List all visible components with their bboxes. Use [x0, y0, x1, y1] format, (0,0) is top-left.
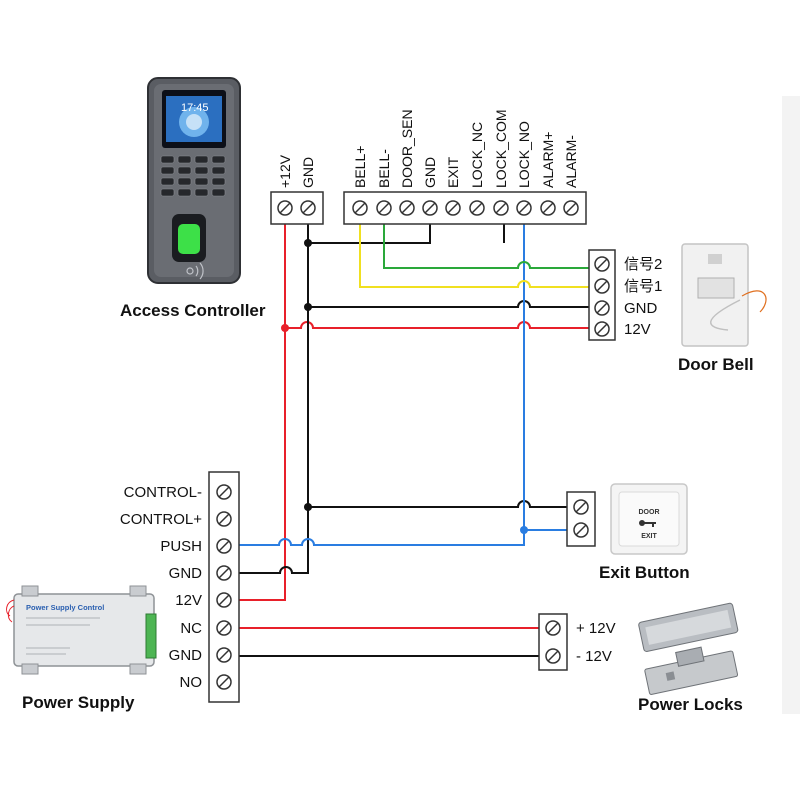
ps-terminal-12v: 12V [175, 592, 202, 609]
exit-button-device: DOOR EXIT [610, 483, 688, 555]
wire-black-exit-gnd [308, 500, 568, 508]
wire-black-doorbell-gnd [308, 300, 590, 308]
ps-terminal-gnd: GND [169, 565, 203, 582]
terminal-label-lock-nc: LOCK_NC [469, 122, 485, 188]
terminal-screw-icon [594, 256, 610, 272]
door-bell-caption: Door Bell [678, 355, 754, 374]
wire-red-doorbell [285, 321, 590, 329]
power-supply-device-label: Power Supply Control [26, 603, 104, 612]
exit-button-face-bottom: EXIT [641, 533, 657, 540]
lock-terminal-block: + 12V - 12V [538, 613, 616, 671]
terminal-screw-icon [594, 321, 610, 337]
wire-black-gnd [232, 219, 309, 574]
junction-dots [281, 239, 528, 534]
terminal-label-bell-minus: BELL- [376, 149, 392, 188]
ps-terminal-control-plus: CONTROL+ [120, 511, 202, 528]
terminal-screw-icon [563, 200, 579, 216]
terminal-screw-icon [399, 200, 415, 216]
terminal-label-gnd: GND [422, 157, 438, 188]
doorbell-terminal-signal2: 信号2 [624, 256, 662, 273]
ps-terminal-push: PUSH [160, 538, 202, 555]
terminal-screw-icon [540, 200, 556, 216]
exit-button-terminal-block [566, 491, 596, 547]
access-controller-caption: Access Controller [120, 301, 266, 320]
terminal-label-plus12v: +12V [277, 154, 293, 188]
key-icon [639, 520, 656, 527]
terminal-screw-icon [493, 200, 509, 216]
door-bell-terminal-block: 信号2 信号1 GND 12V [588, 249, 662, 341]
power-locks-caption: Power Locks [638, 695, 743, 714]
edge-panel [782, 96, 800, 714]
door-bell-device [681, 243, 767, 347]
wires [232, 219, 590, 657]
lock-terminal-plus12v: + 12V [576, 620, 616, 637]
lock-terminal-minus12v: - 12V [576, 648, 612, 665]
power-supply-device: Power Supply Control [6, 585, 157, 675]
terminal-label-door-sen: DOOR_SEN [399, 109, 415, 188]
terminal-screw-icon [422, 200, 438, 216]
doorbell-terminal-signal1: 信号1 [624, 278, 662, 295]
doorbell-terminal-gnd: GND [624, 300, 658, 317]
terminal-screw-icon [300, 200, 316, 216]
controller-signal-terminal-block: BELL+ BELL- DOOR_SEN GND EXIT LOCK_NC LO… [343, 109, 587, 225]
terminal-screw-icon [216, 592, 232, 608]
terminal-screw-icon [216, 484, 232, 500]
wire-red-12v [232, 219, 286, 601]
terminal-label-exit: EXIT [445, 156, 461, 188]
terminal-screw-icon [545, 648, 561, 664]
wire-blue-push [232, 221, 525, 546]
power-locks-device [638, 602, 739, 695]
terminal-screw-icon [216, 565, 232, 581]
controller-power-terminal-block: +12V GND [270, 154, 324, 225]
wire-yellow-bell [359, 221, 590, 288]
access-controller-device: 17:45 [147, 77, 241, 284]
exit-button-face-top: DOOR [639, 509, 660, 516]
terminal-screw-icon [445, 200, 461, 216]
ps-terminal-control-minus: CONTROL- [124, 484, 202, 501]
terminal-screw-icon [594, 300, 610, 316]
wire-green-bell [383, 221, 590, 269]
ps-terminal-gnd-2: GND [169, 647, 203, 664]
ps-terminal-nc: NC [180, 620, 202, 637]
terminal-screw-icon [545, 620, 561, 636]
rfid-icon [186, 262, 204, 280]
power-supply-caption: Power Supply [22, 693, 135, 712]
exit-button-caption: Exit Button [599, 563, 690, 582]
ps-terminal-no: NO [180, 674, 203, 691]
terminal-screw-icon [277, 200, 293, 216]
terminal-screw-icon [216, 538, 232, 554]
terminal-label-lock-com: LOCK_COM [493, 109, 509, 188]
terminal-screw-icon [216, 511, 232, 527]
terminal-label-alarm-minus: ALARM- [563, 135, 579, 188]
keypad [160, 155, 226, 197]
terminal-screw-icon [469, 200, 485, 216]
terminal-screw-icon [516, 200, 532, 216]
doorbell-terminal-12v: 12V [624, 321, 651, 338]
terminal-label-lock-no: LOCK_NO [516, 121, 532, 188]
terminal-label-alarm-plus: ALARM+ [540, 132, 556, 188]
screen-time: 17:45 [181, 102, 209, 114]
terminal-screw-icon [216, 674, 232, 690]
terminal-screw-icon [352, 200, 368, 216]
terminal-label-gnd: GND [300, 157, 316, 188]
terminal-screw-icon [594, 278, 610, 294]
terminal-screw-icon [573, 522, 589, 538]
power-supply-terminal-block: CONTROL- CONTROL+ PUSH GND 12V NC GND NO [120, 471, 240, 703]
terminal-screw-icon [573, 499, 589, 515]
terminal-screw-icon [216, 620, 232, 636]
wire-black-gnd-terminal [308, 221, 431, 244]
terminal-screw-icon [216, 647, 232, 663]
terminal-screw-icon [376, 200, 392, 216]
terminal-label-bell-plus: BELL+ [352, 146, 368, 188]
